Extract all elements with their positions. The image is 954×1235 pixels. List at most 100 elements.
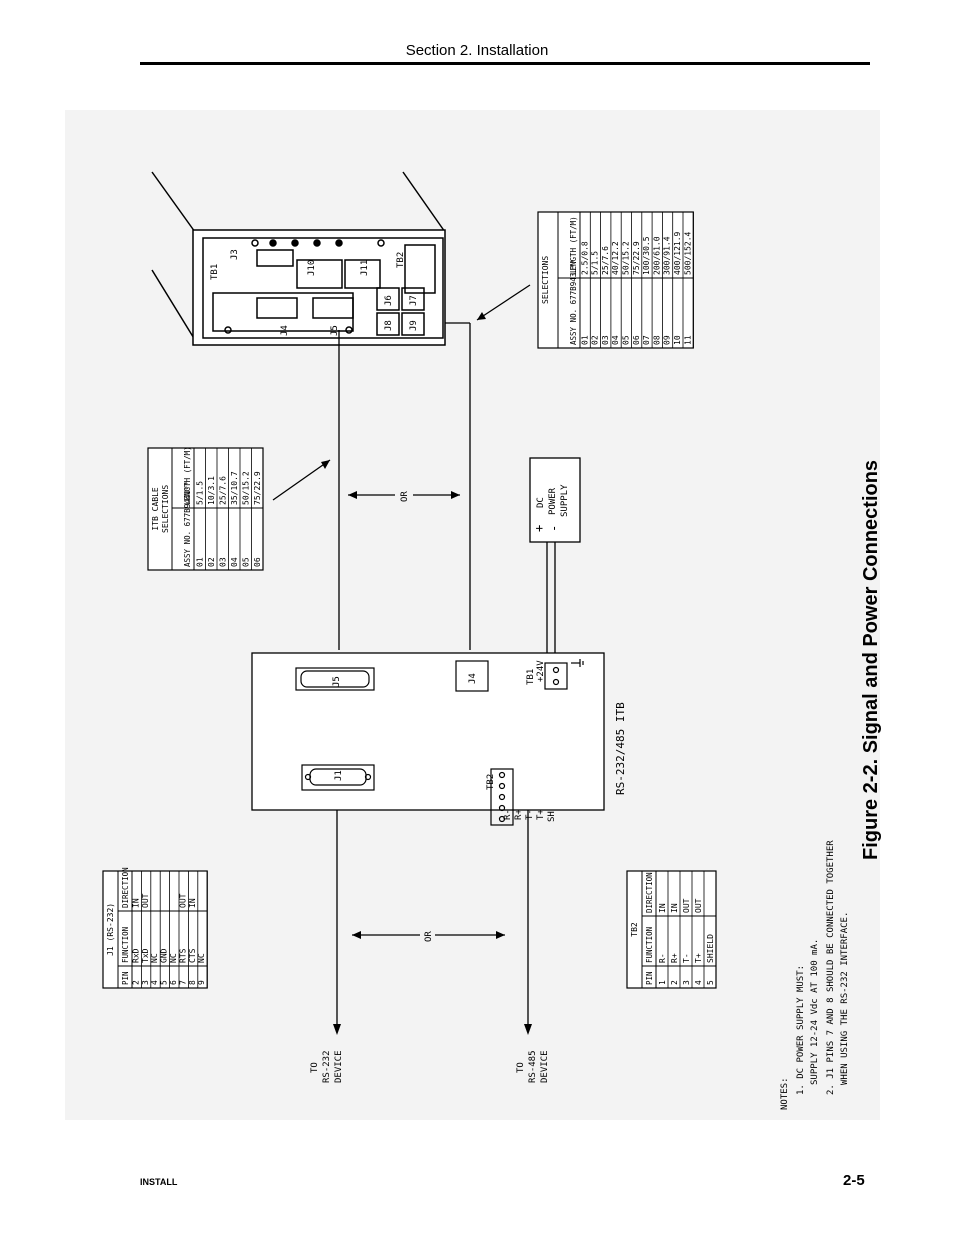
panel-label-j3: J3 xyxy=(230,249,240,260)
table-cell: IN xyxy=(131,898,140,908)
table-cell: 35/10.7 xyxy=(230,471,239,505)
section-header: Section 2. Installation xyxy=(405,42,549,59)
table-cell: IN xyxy=(670,903,679,913)
table-cell: 03 xyxy=(601,335,610,345)
panel-label-j8: J8 xyxy=(384,320,394,331)
table-cell: 05 xyxy=(622,335,631,345)
itb-j5-label: J5 xyxy=(332,676,342,687)
table-header: DIRECTION xyxy=(121,867,130,908)
table-cell: 500/152.4 xyxy=(683,231,692,275)
panel-label-j9: J9 xyxy=(409,320,419,331)
notes-line-2: SUPPLY 12-24 Vdc AT 100 mA. xyxy=(810,939,820,1085)
table-cell: 3 xyxy=(141,980,150,985)
table-cell: IN xyxy=(658,903,667,913)
header-rule xyxy=(140,62,870,65)
table-cell: OUT xyxy=(682,898,691,913)
table-cell: 2.5/0.8 xyxy=(580,241,589,275)
table-frame xyxy=(626,870,717,989)
panel-label-j5: J5 xyxy=(330,325,340,336)
notes: NOTES: 1. DC POWER SUPPLY MUST: SUPPLY 1… xyxy=(780,840,850,1110)
table-cell: 400/121.9 xyxy=(673,231,682,275)
tb2-term-t-plus: T+ xyxy=(536,809,546,820)
dc-plus: + xyxy=(532,525,546,532)
dc-line2: POWER xyxy=(548,487,558,515)
table-frame xyxy=(102,870,208,989)
itb-24v-label: +24V xyxy=(536,660,546,682)
table-cell: 5 xyxy=(160,980,169,985)
tb2-term-r-minus: R- xyxy=(503,809,513,820)
table-cell: 04 xyxy=(611,335,620,345)
table-cell: NC xyxy=(197,953,206,963)
table-cell: 02 xyxy=(591,335,600,345)
panel-label-tb1: TB1 xyxy=(210,264,220,280)
table-cell: RxD xyxy=(131,948,140,963)
table-cell: R+ xyxy=(670,953,679,963)
table-cell: 3 xyxy=(682,980,691,985)
table-title: J1 (RS-232) xyxy=(106,903,115,956)
table-header: ASSY NO. 677B943U** xyxy=(569,259,578,345)
table-cell: 1 xyxy=(658,980,667,985)
table-title: SELECTIONS xyxy=(541,256,550,304)
table-cell: 9 xyxy=(197,980,206,985)
rs232-dest-3: DEVICE xyxy=(334,1050,344,1083)
table-cell: NC xyxy=(150,953,159,963)
panel-label-j7: J7 xyxy=(409,295,419,306)
table-cell: OUT xyxy=(178,893,187,908)
table-cell: GND xyxy=(160,948,169,963)
table-cell: 6 xyxy=(169,980,178,985)
table-header: DIRECTION xyxy=(645,872,654,913)
table-cell: 01 xyxy=(196,557,205,567)
panel-label-j11: J11 xyxy=(360,260,370,276)
panel-label-tb2: TB2 xyxy=(396,252,406,268)
table-header: LENGTH (FT/M) xyxy=(569,216,578,275)
table-cell: 5 xyxy=(706,980,715,985)
table-cell: 02 xyxy=(207,557,216,567)
table-cell: 10 xyxy=(673,335,682,345)
table-header: FUNCTION xyxy=(645,927,654,963)
table-cell: 25/7.6 xyxy=(219,476,228,505)
figure-area: TB1 J3 J4 J5 J10 J11 J6 J7 J8 J9 TB2 xyxy=(65,110,880,1120)
itb-j4-label: J4 xyxy=(468,673,478,684)
table-cell: 06 xyxy=(632,335,641,345)
table-cell: RTS xyxy=(178,948,187,963)
table-cell: 50/15.2 xyxy=(622,241,631,275)
table-cell: 8 xyxy=(188,980,197,985)
itb-model-label: RS-232/485 ITB xyxy=(614,702,627,795)
table-title: ITB CABLE xyxy=(151,487,160,531)
table-cell: CTS xyxy=(188,948,197,963)
table-cell: 11 xyxy=(683,335,692,345)
table-header: FUNCTION xyxy=(121,927,130,963)
table-title: TB2 xyxy=(630,922,639,937)
footer-chapter: INSTALL xyxy=(140,1177,178,1187)
figure-caption: Figure 2-2. Signal and Power Connections xyxy=(860,459,882,860)
panel-label-j4: J4 xyxy=(280,325,290,336)
table-header: PIN xyxy=(121,971,130,985)
table-cell: 25/7.6 xyxy=(601,246,610,275)
table-cell: 200/61.0 xyxy=(652,236,661,275)
table-cell: OUT xyxy=(694,898,703,913)
table-header: ASSY NO. 677B944U** xyxy=(183,481,192,567)
tb2-term-sh: SH xyxy=(547,811,557,822)
table-cell: 04 xyxy=(230,557,239,567)
table-cell: 4 xyxy=(694,980,703,985)
rs485-dest-1: TO xyxy=(516,1062,526,1073)
table-cell: 2 xyxy=(670,980,679,985)
rs485-dest-3: DEVICE xyxy=(540,1050,550,1083)
or-label-bottom: OR xyxy=(424,931,434,942)
table-cell: 7 xyxy=(178,980,187,985)
table-cell: 4 xyxy=(150,980,159,985)
table-cell: TxD xyxy=(141,948,150,963)
table-header: PIN xyxy=(645,971,654,985)
table-cell: SHIELD xyxy=(706,934,715,963)
j1-pin-table: J1 (RS-232)PINFUNCTIONDIRECTION2RxDIN3Tx… xyxy=(102,867,208,989)
table-cell: IN xyxy=(188,898,197,908)
table-cell: 05 xyxy=(242,557,251,567)
arrowheads xyxy=(321,312,532,1035)
dc-line3: SUPPLY xyxy=(560,484,570,517)
table-cell: 06 xyxy=(253,557,262,567)
table-cell: T- xyxy=(682,953,691,963)
table-cell: 01 xyxy=(580,335,589,345)
table-cell: R- xyxy=(658,953,667,963)
table-cell: 300/91.4 xyxy=(663,236,672,275)
table-cell: 5/1.5 xyxy=(591,251,600,275)
